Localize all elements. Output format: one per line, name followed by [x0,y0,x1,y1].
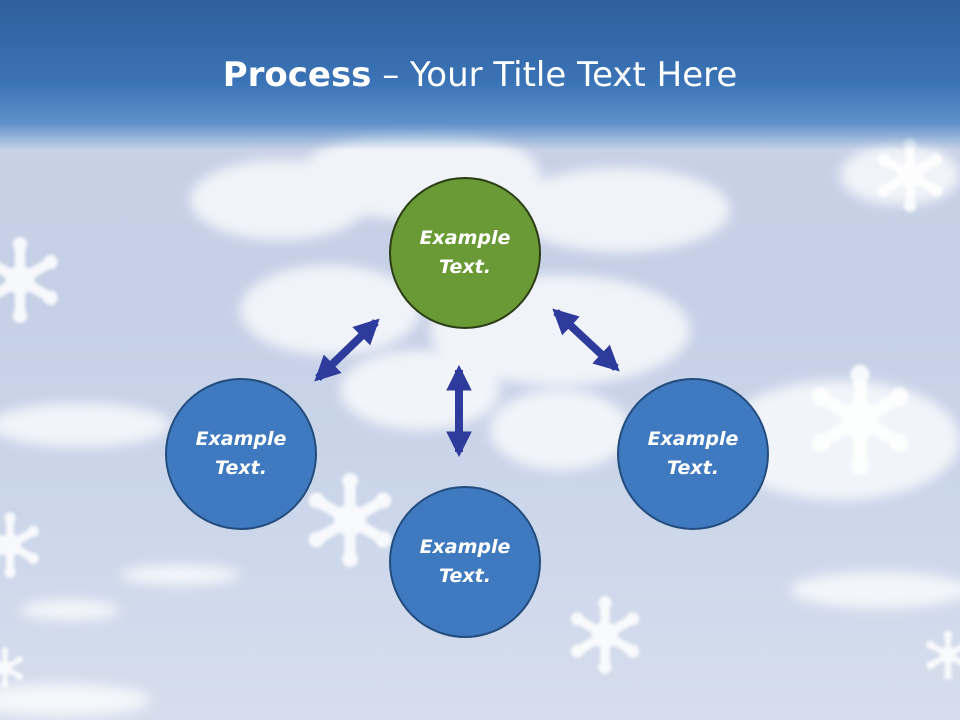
node-left-line1: Example [195,428,287,450]
node-top-line1: Example [419,227,511,249]
node-bottom-line2: Text. [439,565,491,587]
node-top[interactable]: Example Text. [389,177,541,329]
node-top-line2: Text. [439,256,491,278]
node-right-line2: Text. [667,457,719,479]
node-left-line2: Text. [215,457,267,479]
slide-title: Process – Your Title Text Here [0,50,960,100]
node-right-line1: Example [647,428,739,450]
node-bottom-line1: Example [419,536,511,558]
node-left[interactable]: Example Text. [165,378,317,530]
node-bottom[interactable]: Example Text. [389,486,541,638]
title-rest: – Your Title Text Here [371,55,738,95]
node-right[interactable]: Example Text. [617,378,769,530]
title-bold: Process [222,55,372,95]
title-band [0,0,960,150]
clouds [0,130,960,716]
double-arrow-icon-left [314,318,380,382]
double-arrow-icon-right [552,308,620,372]
